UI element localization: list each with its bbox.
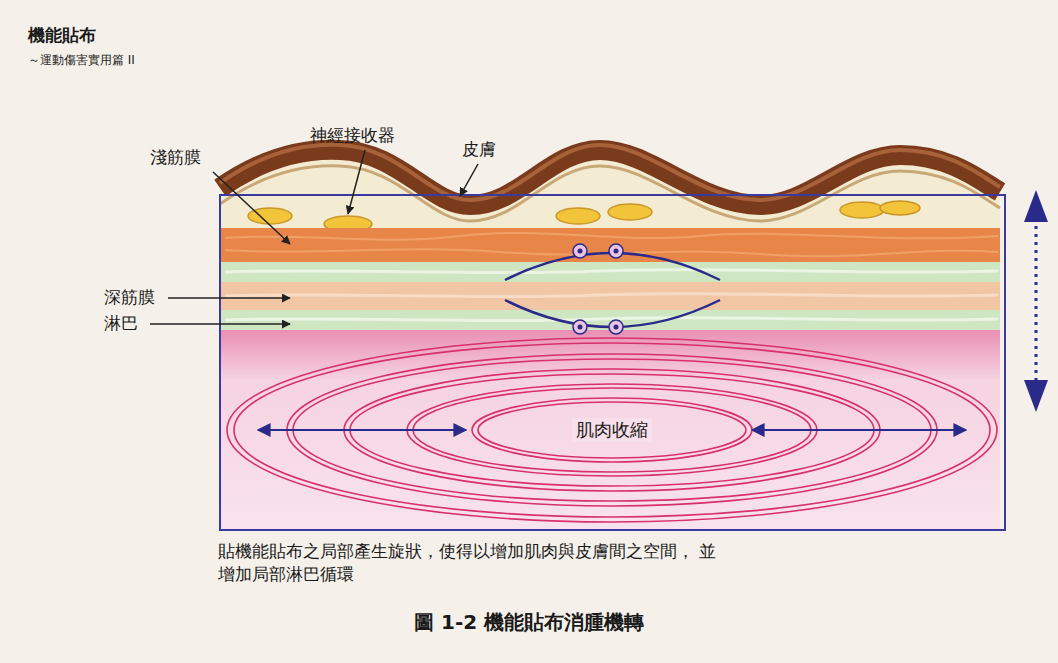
part-label: 肌肉收縮 xyxy=(572,418,652,442)
part-label: 深筋膜 xyxy=(104,286,155,309)
book-subtitle: ～運動傷害實用篇 II xyxy=(28,52,135,68)
figure-caption: 圖 1-2 機能貼布消腫機轉 xyxy=(414,609,644,636)
part-label: 神經接收器 xyxy=(310,124,395,147)
book-title: 機能貼布 xyxy=(28,24,96,47)
part-label: 皮膚 xyxy=(462,138,496,161)
description-note: 貼機能貼布之局部產生旋狀，使得以增加肌肉與皮膚間之空間， 並增加局部淋巴循環 xyxy=(218,540,723,586)
part-label: 淋巴 xyxy=(104,312,138,335)
part-label: 淺筋膜 xyxy=(150,146,201,169)
